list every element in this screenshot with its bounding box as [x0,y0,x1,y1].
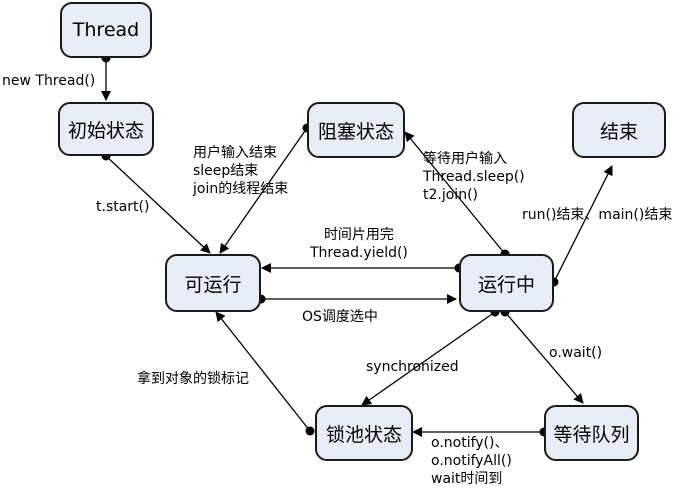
label-line: 等待用户输入 [423,151,507,167]
state-wait-queue: 等待队列 [544,405,639,461]
arrow-running-to-blocked [404,131,506,255]
arrow-running-to-end [553,165,613,283]
label-running-to-lock-pool: synchronized [366,359,459,375]
label-wait-queue-to-lock-pool: o.notify()、 o.notifyAll() wait时间到 [431,434,512,488]
label-running-to-wait-queue: o.wait() [549,345,603,361]
label-line: join的线程结束 [193,181,289,197]
state-lock-pool: 锁池状态 [315,405,413,461]
state-blocked: 阻塞状态 [307,102,405,158]
label-line: 用户输入结束 [193,145,277,161]
state-end: 结束 [572,102,666,158]
label-line: t2.join() [423,187,478,203]
label-line: 时间片用完 [323,227,394,243]
arrow-running-to-lock-pool [361,311,496,406]
label-line: sleep结束 [193,163,259,179]
state-runnable: 可运行 [165,254,261,312]
label-running-to-end: run()结束、main()结束 [522,207,673,223]
label-line: Thread.yield() [310,245,408,261]
label-lock-pool-to-runnable: 拿到对象的锁标记 [137,371,249,387]
label-runnable-to-running: OS调度选中 [302,309,378,325]
arrow-running-to-wait-queue [504,311,584,404]
label-blocked-to-runnable: 用户输入结束 sleep结束 join的线程结束 [193,144,288,198]
label-line: o.notify()、 [431,435,509,451]
state-thread: Thread [60,2,152,58]
label-line: Thread.sleep() [423,169,525,185]
arrow-start [105,155,211,254]
label-running-to-runnable: 时间片用完 Thread.yield() [310,226,408,262]
state-initial: 初始状态 [58,102,154,156]
label-line: o.notifyAll() [431,453,512,469]
arrow-lock-pool-to-runnable [215,311,311,432]
label-start: t.start() [96,199,150,215]
label-running-to-blocked: 等待用户输入 Thread.sleep() t2.join() [423,150,525,204]
arrow-blocked-to-runnable [219,127,308,254]
label-new-thread: new Thread() [2,73,96,89]
label-line: wait时间到 [431,471,503,487]
state-running: 运行中 [459,254,554,312]
